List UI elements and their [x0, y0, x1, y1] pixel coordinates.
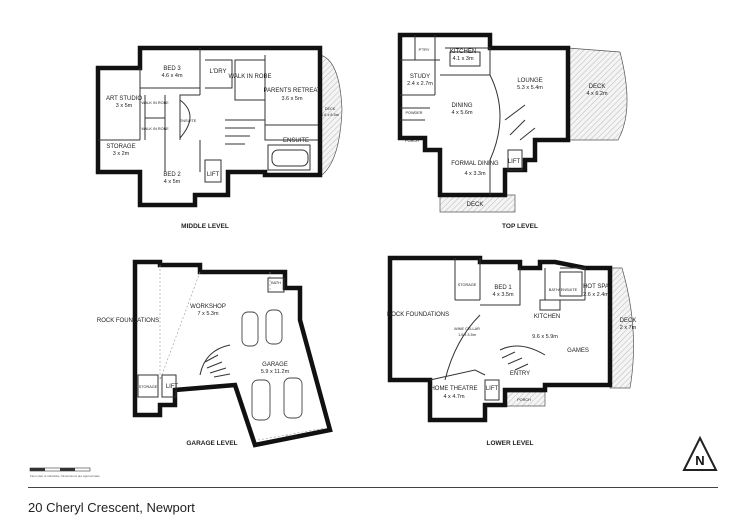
lower-vanity: [539, 299, 561, 311]
lower-theatre-label: HOME THEATRE: [430, 386, 477, 392]
lower-bed1-label: BED 1: [494, 285, 512, 291]
middle-art-label: ART STUDIO: [106, 96, 142, 102]
lower-lift-shaft: [484, 379, 500, 401]
lower-wine-label: WINE CELLAR: [454, 327, 480, 331]
scale-bar: [29, 467, 91, 472]
middle-bed2-size: 4 x 5m: [164, 179, 181, 185]
disclaimer-text: Floor plan is indicative. Dimensions are…: [30, 474, 101, 478]
garage-outer-wall: [132, 259, 333, 448]
lower-rock-label: ROCK FOUNDATIONS: [387, 312, 449, 318]
middle-wir2-label: WALK IN ROBE: [141, 127, 169, 131]
lower-level-title: LOWER LEVEL: [487, 440, 534, 447]
top-formal-label: FORMAL DINING: [451, 161, 499, 167]
lower-spa: [559, 271, 583, 297]
lower-spa-size: 2.6 x 2.4m: [583, 292, 609, 298]
top-lounge-label: LOUNGE: [517, 78, 542, 84]
top-lounge-size: 5.3 x 5.4m: [517, 85, 543, 91]
middle-level-plan: BED 3 4.6 x 4m ART STUDIO 3 x 5m WALK IN…: [95, 45, 343, 230]
top-deck: [567, 47, 628, 141]
top-kitchen-size: 4.1 x 3m: [452, 56, 474, 62]
north-label: N: [695, 453, 704, 468]
lower-bed1-size: 4 x 3.5m: [492, 292, 514, 298]
middle-art-size: 3 x 5m: [116, 103, 133, 109]
middle-storage-size: 3 x 2m: [113, 151, 130, 157]
middle-lift-shaft: [204, 159, 222, 183]
top-deck-size: 4 x 6.2m: [586, 91, 608, 97]
north-arrow-icon: N: [682, 435, 718, 471]
lower-games-size: 9.6 x 5.9m: [532, 334, 558, 340]
footer-divider: [28, 487, 718, 488]
middle-deck: [319, 54, 343, 176]
garage-level-title: GARAGE LEVEL: [186, 440, 237, 447]
lower-porch-label: PORCH: [517, 398, 531, 402]
garage-workshop-size: 7 x 5.3m: [197, 311, 219, 317]
middle-parents-size: 3.6 x 5m: [281, 96, 303, 102]
top-lift-shaft: [507, 149, 523, 171]
middle-bath: [271, 149, 309, 167]
middle-wir1-label: WALK IN ROBE: [141, 101, 169, 105]
top-kitchen-label: KITCHEN: [450, 49, 476, 55]
garage-garage-size: 5.9 x 11.2m: [261, 369, 290, 375]
garage-level-plan: BATH WORKSHOP 7 x 5.3m ROCK FOUNDATIONS …: [97, 259, 333, 448]
garage-rock-label: ROCK FOUNDATIONS: [97, 318, 159, 324]
middle-lift-label: LIFT: [207, 172, 220, 178]
middle-bed3-size: 4.6 x 4m: [161, 73, 183, 79]
garage-garage-label: GARAGE: [262, 362, 288, 368]
garage-bath-label: BATH: [271, 281, 281, 285]
top-powder-label: POWDER: [405, 111, 422, 115]
top-outer-wall: [397, 32, 571, 198]
middle-ensuite2-label: ENSUITE: [283, 138, 309, 144]
top-study-size: 2.4 x 2.7m: [407, 81, 433, 87]
middle-bed2-label: BED 2: [163, 172, 181, 178]
top-deck2-label: DECK: [467, 202, 484, 208]
property-address: 20 Cheryl Crescent, Newport: [28, 500, 195, 515]
middle-deck-size: 1.6 x 8.5m: [321, 113, 339, 117]
lower-kitchen-label: KITCHEN: [534, 314, 560, 320]
lower-deck-size: 2 x 7m: [620, 325, 637, 331]
garage-door-label: DOOR: [286, 435, 298, 439]
lower-deck: [609, 267, 634, 389]
middle-storage-label: STORAGE: [106, 144, 135, 150]
middle-bed3-label: BED 3: [163, 66, 181, 72]
lower-outer-wall: [387, 255, 613, 423]
middle-outer-wall: [95, 45, 323, 208]
middle-ldry-label: L'DRY: [209, 69, 226, 75]
lower-wine-size: 1.5 x 3.5m: [458, 333, 476, 337]
garage-workshop-label: WORKSHOP: [190, 304, 226, 310]
top-level-title: TOP LEVEL: [502, 223, 538, 230]
top-deck-label: DECK: [589, 84, 606, 90]
lower-spa-label: HOT SPA: [583, 284, 609, 290]
lower-lift-label: LIFT: [486, 386, 499, 392]
top-porch-label: PORCH: [405, 139, 419, 143]
top-study-label: STUDY: [410, 74, 430, 80]
garage-storage-label: STORAGE: [139, 385, 158, 389]
top-dining-label: DINING: [452, 103, 473, 109]
middle-deck-label: DECK: [325, 107, 336, 111]
top-level-plan: P'TRY KITCHEN 4.1 x 3m STUDY 2.4 x 2.7m …: [397, 32, 628, 230]
top-lift-label: LIFT: [508, 159, 521, 165]
lower-level-plan: STORAGE BED 1 4 x 3.5m BATH/ ENSUITE HOT…: [387, 255, 637, 447]
top-kitchen-bench: [449, 51, 481, 67]
lower-ensuite-label: BATH/ ENSUITE: [549, 288, 578, 292]
garage-lift-label: LIFT: [166, 384, 179, 390]
middle-parents-label: PARENTS RETREAT: [263, 88, 320, 94]
garage-lift-shaft: [161, 374, 177, 398]
top-ptry-label: P'TRY: [419, 48, 430, 52]
lower-games-label: GAMES: [567, 348, 589, 354]
top-dining-size: 4 x 5.6m: [451, 110, 473, 116]
car-icon: [241, 309, 303, 421]
middle-walkin-label: WALK IN ROBE: [228, 74, 271, 80]
garage-storage-box: [137, 374, 159, 398]
middle-level-title: MIDDLE LEVEL: [181, 223, 229, 230]
middle-ensuite1-label: ENSUITE: [180, 119, 197, 123]
lower-theatre-size: 4 x 4.7m: [443, 394, 465, 400]
lower-storage-label: STORAGE: [458, 283, 477, 287]
lower-entry-label: ENTRY: [510, 371, 530, 377]
top-formal-size: 4 x 3.3m: [464, 171, 486, 177]
lower-deck-label: DECK: [620, 318, 637, 324]
